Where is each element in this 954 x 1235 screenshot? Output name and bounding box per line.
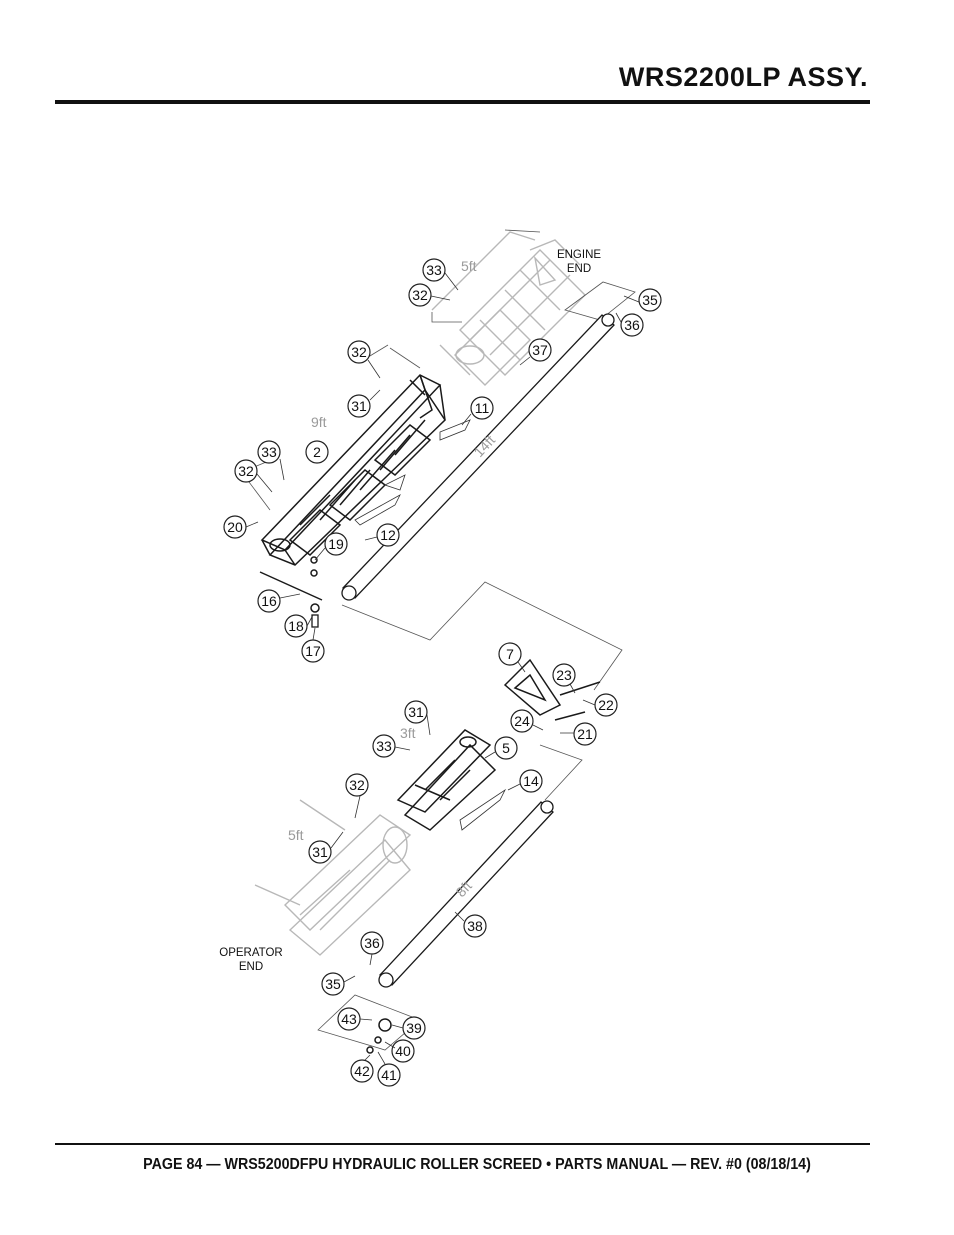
svg-text:35: 35 [642, 292, 658, 308]
length-5ft-top: 5ft [461, 258, 477, 274]
length-3ft: 3ft [400, 725, 416, 741]
svg-text:33: 33 [376, 738, 392, 754]
svg-text:35: 35 [325, 976, 341, 992]
ghost-section-engine-5ft [431, 231, 586, 386]
operator-end-label-1: OPERATOR [219, 947, 282, 959]
page-footer: PAGE 84 — WRS5200DFPU HYDRAULIC ROLLER S… [143, 1156, 811, 1173]
frame-section-3ft [396, 729, 497, 831]
svg-text:24: 24 [514, 713, 530, 729]
svg-text:36: 36 [364, 935, 380, 951]
callout-14: 14 [519, 769, 543, 793]
callout-38: 38 [463, 914, 487, 938]
svg-text:38: 38 [467, 918, 483, 934]
callout-22: 22 [594, 693, 618, 717]
svg-text:20: 20 [227, 519, 243, 535]
svg-text:41: 41 [381, 1067, 397, 1083]
svg-text:32: 32 [351, 344, 367, 360]
callout-31-a: 31 [347, 394, 371, 418]
callout-23: 23 [552, 663, 576, 687]
svg-text:33: 33 [426, 262, 442, 278]
svg-text:33: 33 [261, 444, 277, 460]
roller-tube-14ft [341, 313, 615, 601]
callout-39: 39 [402, 1016, 426, 1040]
svg-text:19: 19 [328, 536, 344, 552]
length-5ft-bottom: 5ft [288, 827, 304, 843]
svg-text:2: 2 [313, 444, 321, 460]
end-plate-7 [503, 658, 601, 721]
svg-text:23: 23 [556, 667, 572, 683]
callout-31-c: 31 [308, 840, 332, 864]
callout-33-c: 33 [372, 734, 396, 758]
callout-17: 17 [301, 639, 325, 663]
callout-36-a: 36 [620, 313, 644, 337]
svg-text:32: 32 [349, 777, 365, 793]
callout-5: 5 [494, 736, 518, 760]
svg-text:5: 5 [502, 740, 510, 756]
callout-43: 43 [337, 1007, 361, 1031]
callout-2: 2 [305, 440, 329, 464]
callout-32-a: 32 [408, 283, 432, 307]
svg-text:17: 17 [305, 643, 321, 659]
callout-24: 24 [510, 709, 534, 733]
header-rule [55, 100, 870, 104]
svg-text:7: 7 [506, 646, 514, 662]
length-9ft: 9ft [311, 414, 327, 430]
engine-end-label-2: END [567, 263, 591, 275]
svg-text:32: 32 [238, 463, 254, 479]
frame-section-9ft [260, 374, 446, 566]
operator-end-label-2: END [239, 961, 263, 973]
svg-text:14: 14 [523, 773, 539, 789]
svg-text:40: 40 [395, 1043, 411, 1059]
engine-end-label-1: ENGINE [557, 249, 601, 261]
svg-text:42: 42 [354, 1063, 370, 1079]
callout-32-d: 32 [345, 773, 369, 797]
callout-12: 12 [376, 523, 400, 547]
footer-rule [55, 1143, 870, 1145]
callout-16: 16 [257, 589, 281, 613]
callout-41: 41 [377, 1063, 401, 1087]
callout-20: 20 [223, 515, 247, 539]
callout-19: 19 [324, 532, 348, 556]
callout-31-b: 31 [404, 700, 428, 724]
callout-21: 21 [573, 722, 597, 746]
svg-text:36: 36 [624, 317, 640, 333]
page-title: WRS2200LP ASSY. [618, 62, 868, 92]
svg-text:16: 16 [261, 593, 277, 609]
callout-40: 40 [391, 1039, 415, 1063]
callout-37: 37 [528, 338, 552, 362]
callout-35-b: 35 [321, 972, 345, 996]
callout-42: 42 [350, 1059, 374, 1083]
svg-text:11: 11 [475, 400, 490, 416]
callout-35-a: 35 [638, 288, 662, 312]
callout-36-b: 36 [360, 931, 384, 955]
callout-32-b: 32 [347, 340, 371, 364]
callout-33-b: 33 [257, 440, 281, 464]
callout-7: 7 [498, 642, 522, 666]
callout-18: 18 [284, 614, 308, 638]
svg-text:12: 12 [380, 527, 396, 543]
svg-text:43: 43 [341, 1011, 357, 1027]
svg-text:31: 31 [351, 398, 367, 414]
callout-32-c: 32 [234, 459, 258, 483]
svg-text:32: 32 [412, 287, 428, 303]
svg-text:18: 18 [288, 618, 304, 634]
svg-text:22: 22 [598, 697, 614, 713]
svg-text:39: 39 [406, 1020, 422, 1036]
callout-33-a: 33 [422, 258, 446, 282]
svg-text:31: 31 [408, 704, 424, 720]
roller-tube-8ft [378, 800, 554, 988]
svg-text:31: 31 [312, 844, 328, 860]
ghost-section-operator-5ft [254, 799, 412, 956]
svg-text:21: 21 [577, 726, 593, 742]
svg-text:37: 37 [532, 342, 548, 358]
callout-11: 11 [470, 396, 494, 420]
